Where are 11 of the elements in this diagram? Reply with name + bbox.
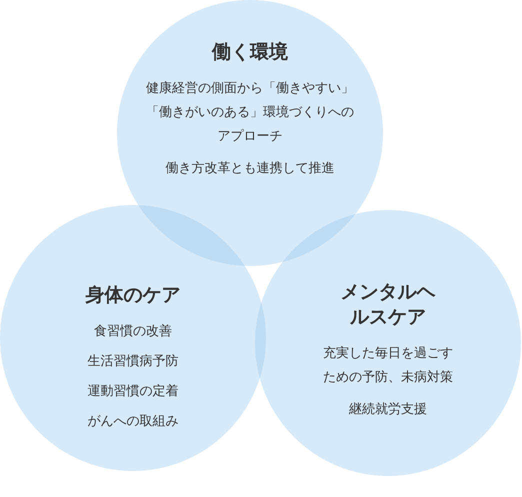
- body-text: 働き方改革とも連携して推進: [164, 160, 336, 178]
- body-text: がんへの取組み: [86, 413, 180, 431]
- body-text: 運動習慣の定着: [86, 383, 180, 401]
- circle-heading: メンタルヘルスケア: [340, 280, 436, 330]
- body-text: 充実した毎日を過ごすための予防、未病対策: [322, 345, 454, 387]
- body-text: 継続就労支援: [348, 401, 428, 419]
- circle-heading: 身体のケア: [84, 283, 182, 308]
- circle-heading: 働く環境: [210, 40, 289, 65]
- body-text: 食習慣の改善: [93, 323, 173, 341]
- body-text: 生活習慣病予防: [86, 353, 180, 371]
- body-text: 健康経営の側面から「働きやすい」「働きがいのある」環境づくりへのアプローチ: [145, 80, 355, 146]
